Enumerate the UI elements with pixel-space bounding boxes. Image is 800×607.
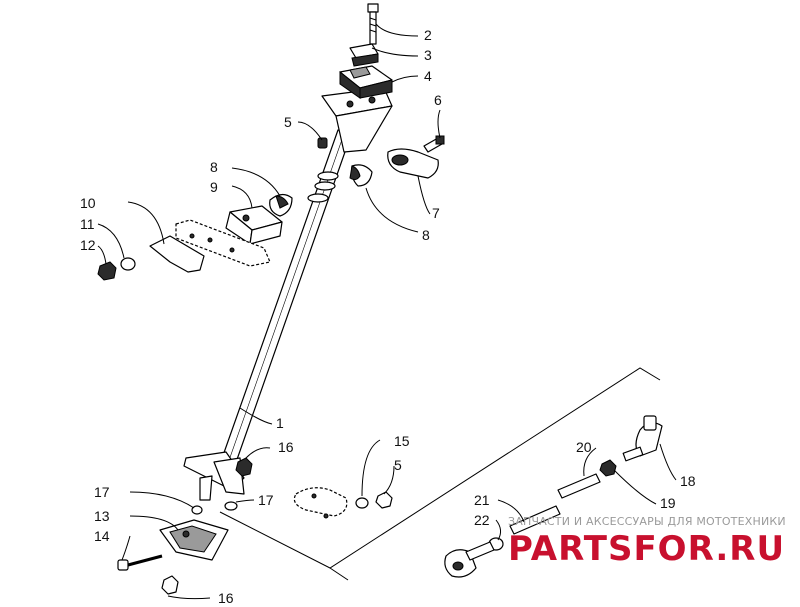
callout-5-lower: 5	[394, 457, 402, 473]
watermark: ЗАПЧАСТИ И АКСЕССУАРЫ ДЛЯ МОТОТЕХНИКИ PA…	[507, 515, 786, 570]
part-2-bolt	[367, 3, 379, 45]
part-22-tie-rod-end	[444, 537, 504, 578]
part-18-tie-rod-end	[622, 415, 663, 462]
callout-22: 22	[474, 512, 490, 528]
part-14-bolt	[117, 554, 163, 571]
part-16-nut-lower	[161, 575, 179, 595]
callout-5-upper: 5	[284, 114, 292, 130]
callout-7: 7	[432, 205, 440, 221]
callout-15: 15	[394, 433, 410, 449]
callout-10: 10	[80, 195, 96, 211]
part-4-block	[339, 65, 393, 99]
drag-link-plate	[293, 487, 348, 519]
callout-18: 18	[680, 473, 696, 489]
steering-post	[183, 87, 393, 501]
callout-1: 1	[276, 415, 284, 431]
part-17-washer-lower	[224, 501, 238, 511]
callout-2: 2	[424, 27, 432, 43]
watermark-tagline: ЗАПЧАСТИ И АКСЕССУАРЫ ДЛЯ МОТОТЕХНИКИ	[508, 515, 786, 528]
part-5-nut-upper	[317, 137, 328, 149]
callout-11: 11	[80, 216, 95, 232]
callout-4: 4	[424, 68, 432, 84]
callout-19: 19	[660, 495, 676, 511]
part-8-bushing-right	[349, 164, 373, 187]
leader-lines	[97, 23, 677, 600]
part-19-jam-nut	[599, 459, 617, 477]
callout-6: 6	[434, 92, 442, 108]
part-5-nut-lower	[375, 491, 393, 509]
callout-8-right: 8	[422, 227, 430, 243]
part-20-tie-rod	[557, 473, 601, 499]
callout-8-left: 8	[210, 159, 218, 175]
tie-rod-frame	[219, 367, 661, 581]
part-12-nut	[97, 261, 117, 281]
callout-17-right: 17	[258, 492, 274, 508]
part-11-washer	[120, 257, 136, 271]
callout-12: 12	[80, 237, 96, 253]
callout-3: 3	[424, 47, 432, 63]
part-7-clamp	[387, 148, 439, 179]
part-15-washer	[355, 497, 369, 509]
part-3-cap	[349, 43, 379, 67]
callout-numbers: 2 3 4 5 6 7 8 8 9 10 11 12 1 16 17 13 14…	[80, 27, 696, 606]
part-17-washer-upper	[191, 505, 203, 515]
part-8-bushing-left	[269, 193, 293, 217]
part-13-lower-bracket	[159, 519, 229, 561]
part-9-clamp	[225, 205, 283, 245]
callout-14: 14	[94, 528, 110, 544]
callout-9: 9	[210, 179, 218, 195]
callout-13: 13	[94, 508, 110, 524]
callout-17-left: 17	[94, 484, 110, 500]
watermark-logo: PARTSFOR.RU	[508, 529, 785, 569]
part-6-bolt	[423, 135, 445, 153]
callout-21: 21	[474, 492, 490, 508]
callout-20: 20	[576, 439, 592, 455]
part-21-tie-rod-shaft	[509, 505, 561, 535]
part-10-bracket	[149, 219, 271, 273]
callout-16-upper: 16	[278, 439, 294, 455]
callout-16-lower: 16	[218, 590, 234, 606]
